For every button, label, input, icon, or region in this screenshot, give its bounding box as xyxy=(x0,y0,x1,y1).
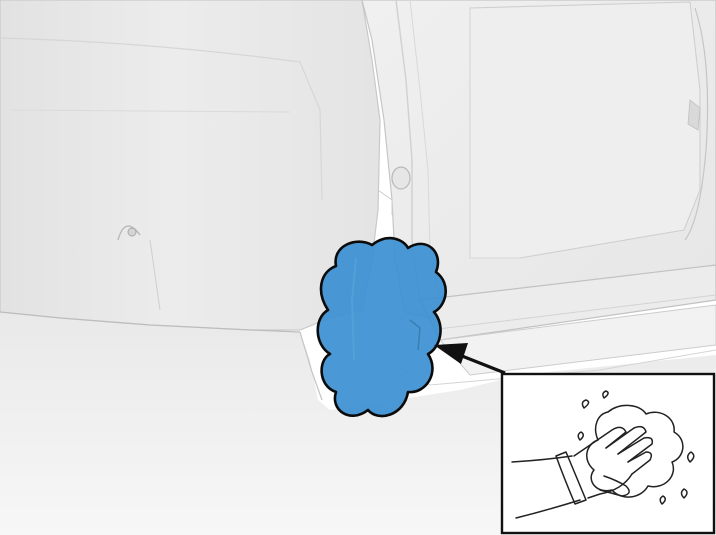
inset-box xyxy=(502,374,714,533)
